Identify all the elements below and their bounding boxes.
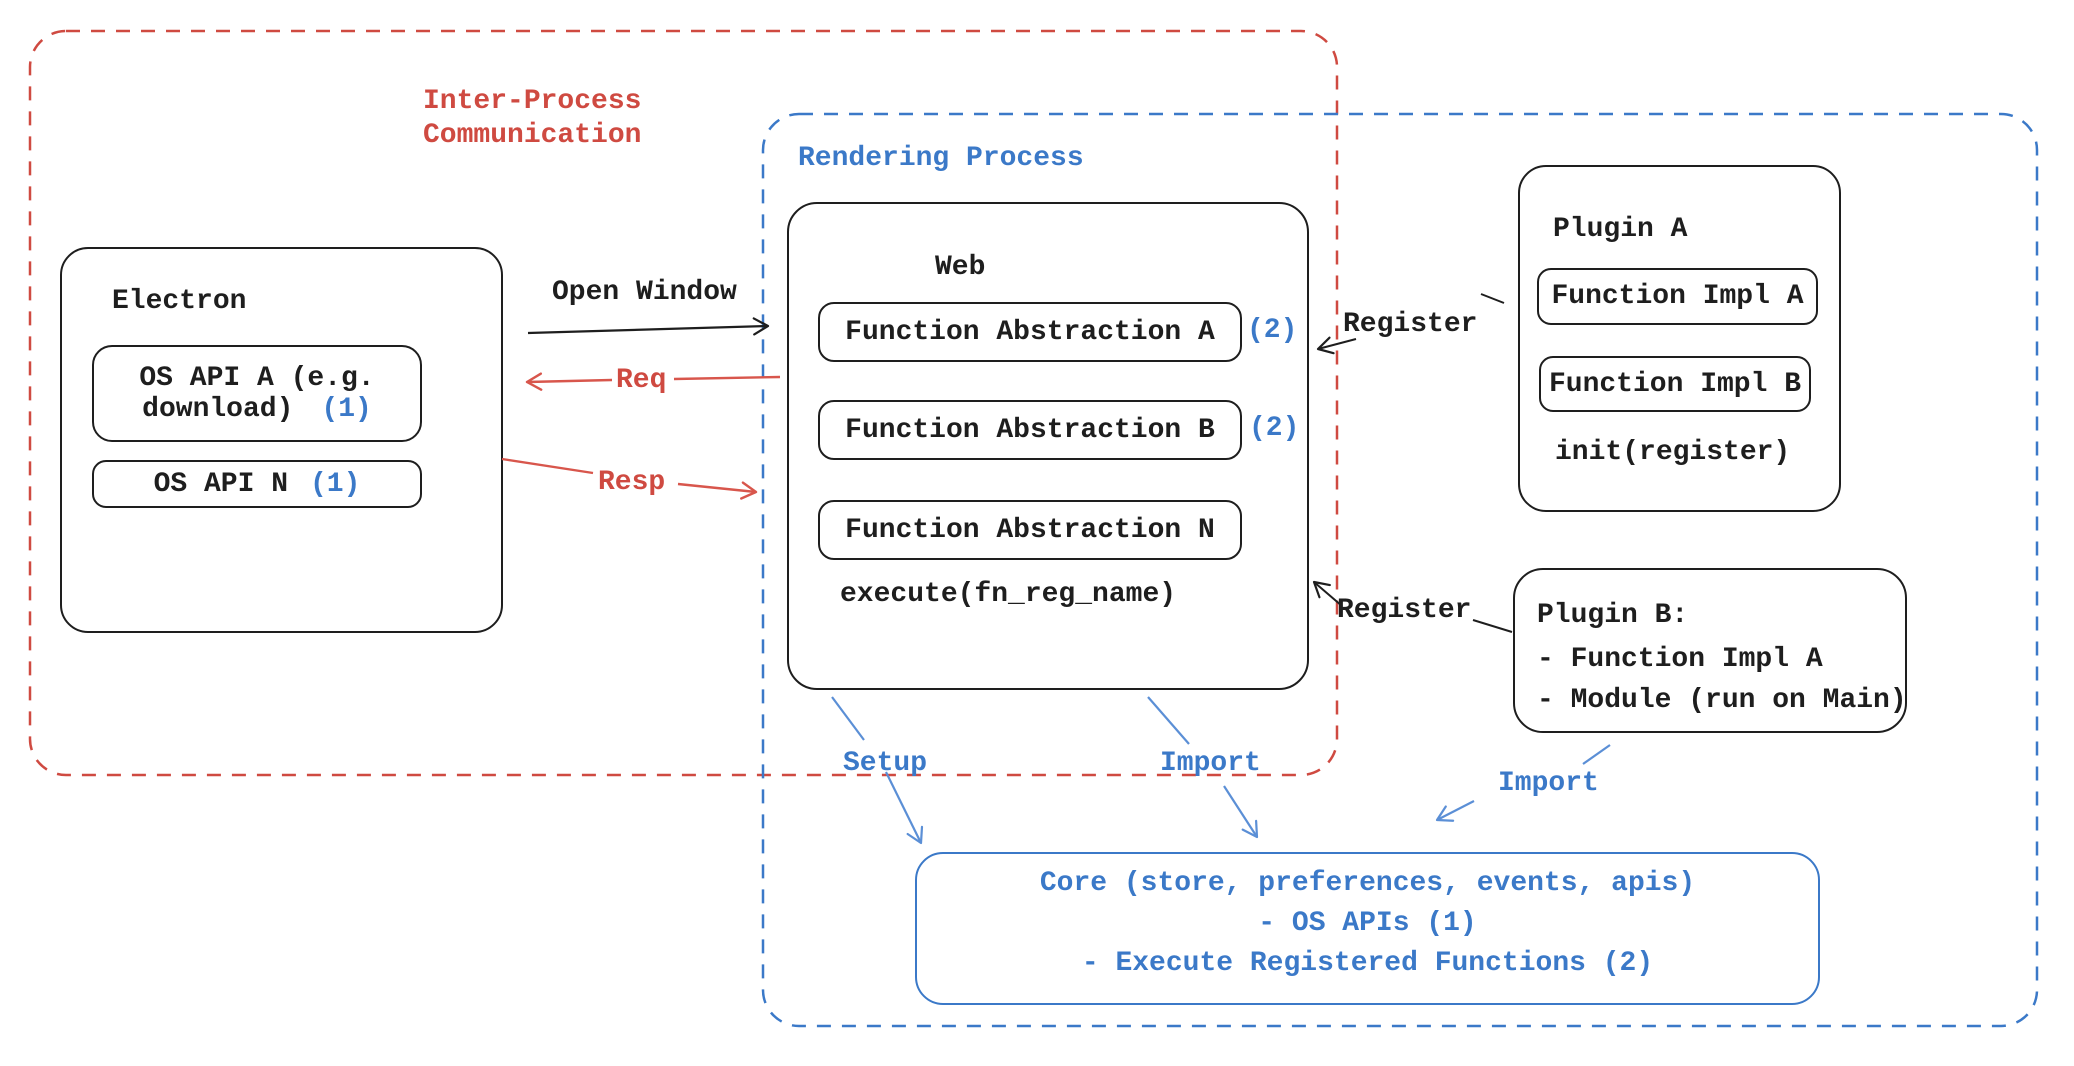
os-api-n-box: OS API N (1) [92,460,422,508]
register-top-arrow-tail [1480,293,1505,304]
core-line1: Core (store, preferences, events, apis) [1039,868,1696,899]
req-label: Req [616,365,667,396]
function-abstraction-a-ref: (2) [1247,315,1298,346]
plugin-b-item1: - Function Impl A [1537,644,1823,675]
import-plugin-arrow [1435,800,1475,822]
function-abstraction-n-box: Function Abstraction N [818,500,1242,560]
import-web-arrow [1223,785,1259,839]
plugin-a-box [1518,165,1841,512]
req-arrow-tail [673,375,781,381]
setup-arrow-tail [831,696,865,741]
plugin-b-title: Plugin B: [1537,600,1689,631]
resp-label: Resp [598,467,666,498]
function-impl-b-label: Function Impl B [1548,368,1802,400]
core-box: Core (store, preferences, events, apis) … [915,852,1820,1005]
os-api-a-box: OS API A (e.g. download)(1) [92,345,422,442]
register-bottom-label: Register [1337,595,1472,626]
os-api-n-ref: (1) [310,468,361,500]
plugin-a-title: Plugin A [1553,214,1688,245]
web-title: Web [935,252,986,283]
function-impl-a-box: Function Impl A [1537,268,1818,325]
function-abstraction-n-label: Function Abstraction N [845,514,1215,546]
function-abstraction-a-box: Function Abstraction A [818,302,1242,362]
register-bottom-arrow-tail [1472,619,1513,633]
os-api-a-line1: OS API A (e.g. [139,362,375,394]
function-abstraction-b-ref: (2) [1249,413,1300,444]
open-window-arrow [527,317,770,336]
os-api-n-label: OS API N [153,468,288,500]
function-abstraction-b-box: Function Abstraction B [818,400,1242,460]
function-impl-a-label: Function Impl A [1551,281,1804,312]
resp-arrow [677,481,758,500]
open-window-label: Open Window [552,277,737,308]
import-web-arrow-tail [1147,696,1190,745]
plugin-b-item2: - Module (run on Main) [1537,685,1907,716]
rendering-process-label: Rendering Process [798,143,1084,174]
electron-title: Electron [112,286,247,317]
os-api-a-ref: (1) [321,393,372,425]
function-abstraction-a-label: Function Abstraction A [845,316,1215,348]
import-plugin-label: Import [1498,768,1599,799]
import-plugin-arrow-tail [1582,744,1611,765]
resp-arrow-tail [501,457,594,475]
setup-arrow [885,771,924,845]
function-impl-b-box: Function Impl B [1539,356,1811,412]
plugin-a-init-label: init(register) [1555,437,1791,468]
plugin-b-box [1513,568,1907,733]
function-abstraction-b-label: Function Abstraction B [845,414,1215,446]
core-line3: - Execute Registered Functions (2) [1081,948,1654,979]
register-top-label: Register [1343,309,1478,340]
import-web-label: Import [1160,748,1261,779]
core-line2: - OS APIs (1) [1258,908,1477,939]
req-arrow [525,372,613,391]
execute-label: execute(fn_reg_name) [840,579,1177,610]
setup-label: Setup [843,748,928,779]
os-api-a-line2: download)(1) [142,393,372,425]
